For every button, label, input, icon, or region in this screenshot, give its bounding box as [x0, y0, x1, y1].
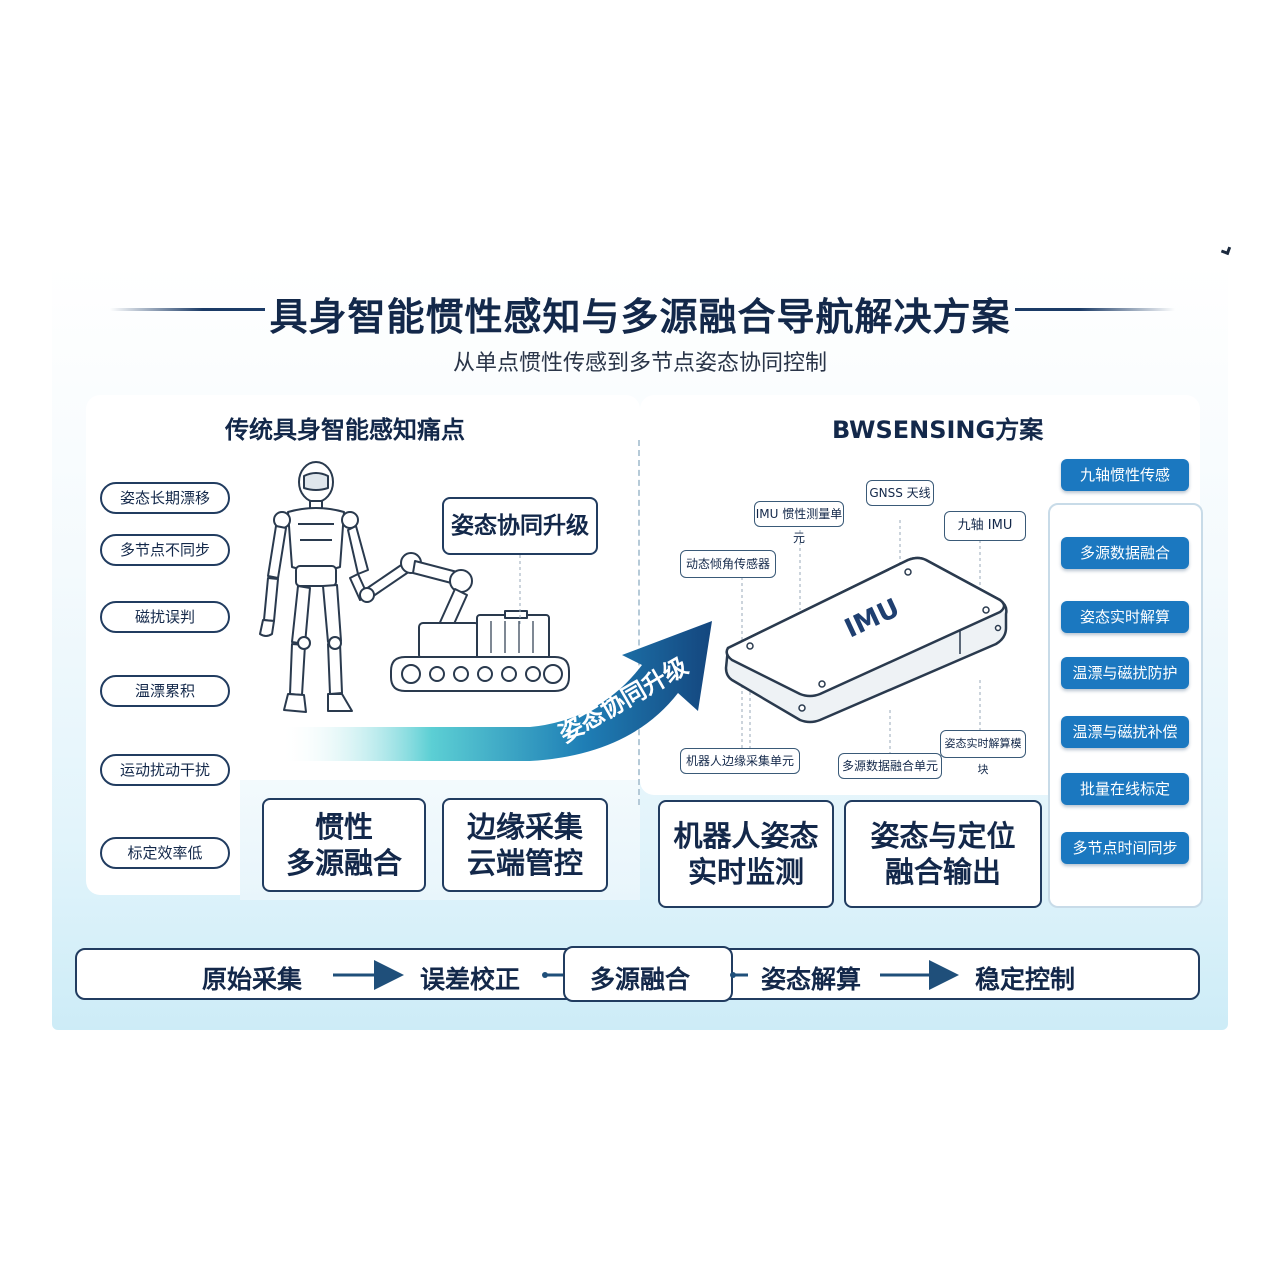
panel-divider	[638, 440, 640, 805]
pain-point-motion: 运动扰动干扰	[100, 754, 230, 786]
tag-solve-module: 姿态实时解算模块	[940, 730, 1026, 776]
feature-realtime-solve: 姿态实时解算	[1061, 601, 1189, 633]
card-inertial-fusion: 惯性 多源融合	[262, 798, 426, 892]
pain-point-sync: 多节点不同步	[100, 534, 230, 566]
tag-fusion-unit: 多源数据融合单元	[838, 753, 942, 779]
card-inertial-fusion-line1: 惯性	[314, 810, 373, 844]
card-fusion-output: 姿态与定位 融合输出	[844, 800, 1042, 908]
card-edge-cloud-line1: 边缘采集	[466, 810, 583, 844]
robotic-arm-icon	[359, 552, 570, 692]
tag-tilt-sensor: 动态倾角传感器	[680, 550, 776, 578]
flow-step-multisource-fusion: 多源融合	[590, 965, 691, 994]
flow-step-error-correction: 误差校正	[420, 965, 521, 994]
title-rule-right	[1015, 308, 1175, 311]
flow-step-attitude-solve: 姿态解算	[761, 965, 862, 994]
title-rule-left	[110, 308, 265, 311]
imu-device-icon: IMU	[724, 520, 1008, 755]
flow-connectors	[333, 960, 959, 990]
pain-point-temperature: 温漂累积	[100, 675, 230, 707]
card-edge-cloud: 边缘采集 云端管控	[442, 798, 608, 892]
card-fusion-output-line1: 姿态与定位	[870, 819, 1016, 853]
card-edge-cloud-line2: 云端管控	[466, 846, 583, 880]
pain-point-calibration: 标定效率低	[100, 837, 230, 869]
page-title: 具身智能惯性感知与多源融合导航解决方案	[269, 295, 1011, 339]
pain-point-drift: 姿态长期漂移	[100, 482, 230, 514]
feature-multisource-fusion: 多源数据融合	[1061, 537, 1189, 569]
upgrade-arrow: 姿态协同升级	[280, 621, 712, 761]
upgrade-callout: 姿态协同升级	[442, 497, 598, 555]
corner-mark	[1220, 244, 1232, 256]
card-posture-monitor-line2: 实时监测	[687, 855, 804, 889]
card-fusion-output-line2: 融合输出	[884, 855, 1001, 889]
tag-gnss: GNSS 天线	[866, 480, 934, 506]
card-inertial-fusion-line2: 多源融合	[285, 846, 402, 880]
feature-nine-axis: 九轴惯性传感	[1061, 459, 1189, 491]
flow-step-raw-capture: 原始采集	[202, 965, 303, 994]
feature-time-sync: 多节点时间同步	[1061, 832, 1189, 864]
feature-drift-compensation: 温漂与磁扰补偿	[1061, 716, 1189, 748]
card-posture-monitor-line1: 机器人姿态	[673, 819, 819, 853]
right-heading: BWSENSING方案	[832, 416, 1044, 444]
flow-step-stable-control: 稳定控制	[975, 965, 1076, 994]
upgrade-callout-label: 姿态协同升级	[451, 513, 589, 539]
left-heading: 传统具身智能感知痛点	[225, 416, 465, 444]
process-flow-center-box	[563, 946, 733, 1002]
humanoid-robot-icon	[259, 461, 369, 713]
tag-edge-unit: 机器人边缘采集单元	[680, 748, 800, 774]
feature-drift-protection: 温漂与磁扰防护	[1061, 657, 1189, 689]
tag-nine-axis-imu: 九轴 IMU	[944, 511, 1026, 541]
page-subtitle: 从单点惯性传感到多节点姿态协同控制	[452, 351, 827, 376]
card-posture-monitor: 机器人姿态 实时监测	[658, 800, 834, 908]
tag-imu-unit: IMU 惯性测量单元	[754, 501, 844, 545]
feature-batch-calibration: 批量在线标定	[1061, 773, 1189, 805]
pain-point-magnetic: 磁扰误判	[100, 601, 230, 633]
